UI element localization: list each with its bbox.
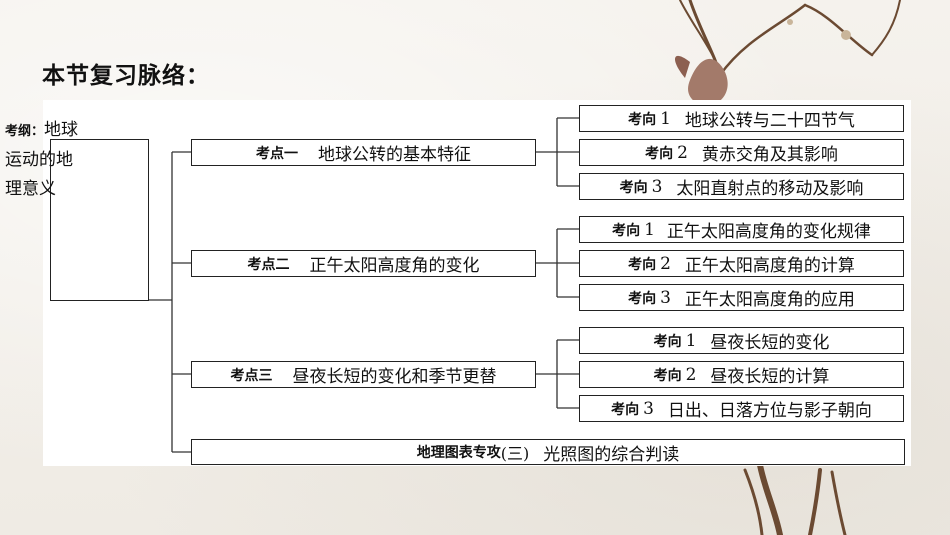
special-paren: (三) <box>500 444 530 463</box>
page-heading: 本节复习脉络： <box>42 63 210 89</box>
direction-tag: 考向 <box>645 145 674 162</box>
direction-num: 1 <box>685 330 697 351</box>
direction-title: 昼夜长短的计算 <box>710 367 830 387</box>
direction-num: 2 <box>685 364 697 385</box>
direction-tag: 考向 <box>653 367 682 384</box>
direction-tag: 考向 <box>619 179 648 196</box>
point-2-tag: 考点二 <box>247 256 290 273</box>
point-1-direction-2-box: 考向 2 黄赤交角及其影响 <box>579 139 904 166</box>
direction-title: 日出、日落方位与影子朝向 <box>667 401 872 421</box>
point-3-box: 考点三 昼夜长短的变化和季节更替 <box>191 361 536 388</box>
direction-num: 1 <box>644 219 655 240</box>
direction-title: 昼夜长短的变化 <box>710 333 830 353</box>
special-tag: 地理图表专攻 <box>416 445 501 461</box>
point-1-box: 考点一 地球公转的基本特征 <box>191 139 536 166</box>
syllabus-line2: 运动的地 <box>5 150 73 170</box>
point-1-direction-1-box: 考向 1 地球公转与二十四节气 <box>579 105 904 132</box>
point-2-title: 正午太阳高度角的变化 <box>309 256 480 276</box>
direction-title: 正午太阳高度角的计算 <box>684 256 855 276</box>
syllabus-root-text: 考纲：地球运动的地理意义 <box>5 116 97 204</box>
direction-num: 3 <box>660 287 671 308</box>
direction-tag: 考向 <box>611 401 640 418</box>
direction-title: 地球公转与二十四节气 <box>684 111 855 131</box>
syllabus-sep: ： <box>31 124 45 139</box>
direction-tag: 考向 <box>628 290 657 307</box>
direction-title: 太阳直射点的移动及影响 <box>676 179 864 199</box>
point-1-tag: 考点一 <box>256 145 298 162</box>
direction-num: 2 <box>677 142 688 163</box>
direction-tag: 考向 <box>653 333 682 350</box>
direction-num: 3 <box>643 398 654 419</box>
point-2-direction-2-box: 考向 2 正午太阳高度角的计算 <box>579 250 904 277</box>
point-2-direction-1-box: 考向 1 正午太阳高度角的变化规律 <box>579 216 904 243</box>
point-2-direction-3-box: 考向 3 正午太阳高度角的应用 <box>579 284 904 311</box>
point-3-direction-1-box: 考向 1 昼夜长短的变化 <box>579 327 904 354</box>
special-topic-box: 地理图表专攻 (三) 光照图的综合判读 <box>191 439 905 465</box>
point-3-direction-3-box: 考向 3 日出、日落方位与影子朝向 <box>579 395 904 422</box>
direction-tag: 考向 <box>628 256 657 273</box>
point-1-direction-3-box: 考向 3 太阳直射点的移动及影响 <box>579 173 904 200</box>
special-title: 光照图的综合判读 <box>543 444 680 465</box>
direction-title: 正午太阳高度角的变化规律 <box>666 222 871 242</box>
direction-num: 1 <box>660 108 671 129</box>
direction-num: 3 <box>651 176 663 197</box>
point-3-direction-2-box: 考向 2 昼夜长短的计算 <box>579 361 904 388</box>
direction-title: 正午太阳高度角的应用 <box>684 290 855 310</box>
syllabus-line1: 地球 <box>44 120 79 140</box>
direction-num: 2 <box>660 253 671 274</box>
syllabus-root-box <box>50 139 149 301</box>
point-3-title: 昼夜长短的变化和季节更替 <box>292 367 497 387</box>
syllabus-line3: 理意义 <box>5 179 56 199</box>
point-1-title: 地球公转的基本特征 <box>318 145 471 165</box>
direction-tag: 考向 <box>612 222 641 239</box>
syllabus-tag: 考纲 <box>5 124 32 139</box>
direction-tag: 考向 <box>628 111 657 128</box>
point-3-tag: 考点三 <box>230 367 273 384</box>
point-2-box: 考点二 正午太阳高度角的变化 <box>191 250 536 277</box>
direction-title: 黄赤交角及其影响 <box>701 145 838 165</box>
